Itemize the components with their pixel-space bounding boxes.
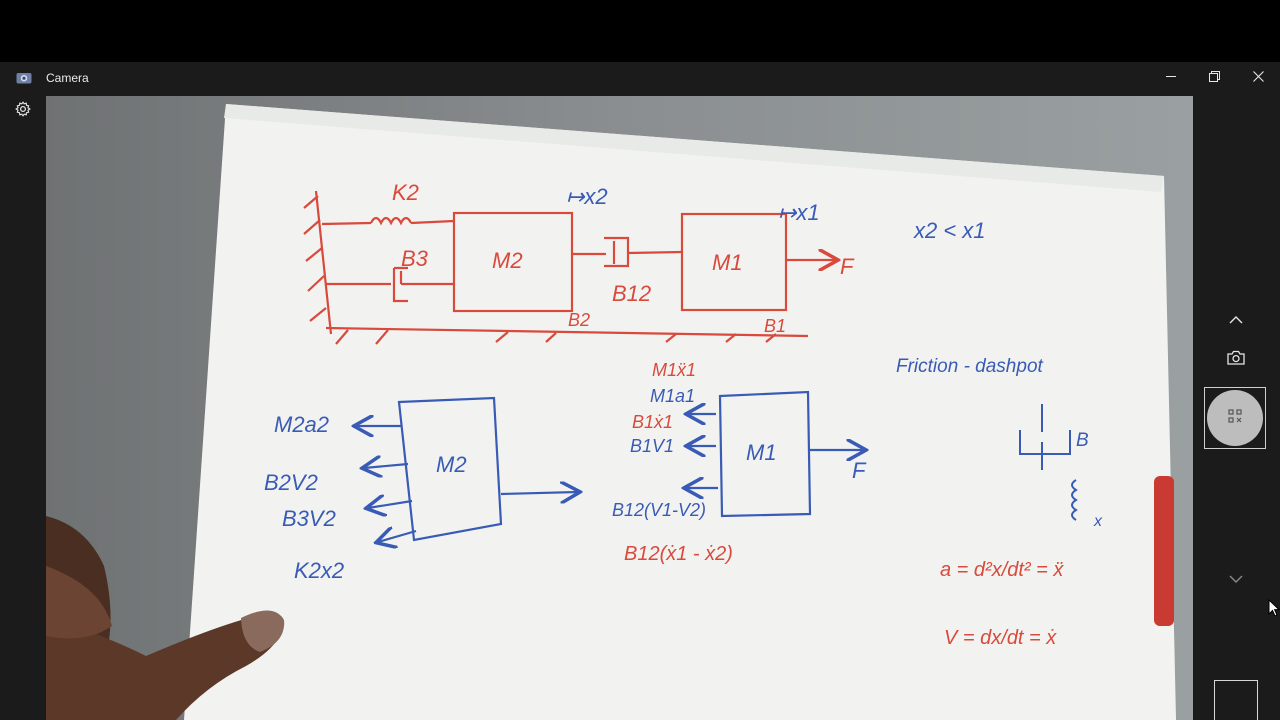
svg-text:B2: B2 (568, 310, 590, 330)
chevron-up-icon (1229, 311, 1243, 329)
svg-text:Friction - dashpot: Friction - dashpot (896, 356, 1044, 377)
capture-button[interactable] (1207, 390, 1263, 446)
svg-text:x2 < x1: x2 < x1 (913, 218, 986, 243)
svg-text:M1: M1 (712, 250, 743, 275)
svg-text:B12(ẋ1 - ẋ2): B12(ẋ1 - ẋ2) (624, 543, 733, 565)
whiteboard-scene: K2 B3 M2 B12 M1 F B2 B1 ↦x2 ↦x1 x2 < x1 (46, 96, 1193, 720)
capture-button-frame (1204, 387, 1266, 449)
close-button[interactable] (1236, 62, 1280, 94)
settings-button[interactable] (12, 100, 34, 122)
svg-text:M1a1: M1a1 (650, 386, 695, 406)
qr-scan-icon (1228, 408, 1242, 428)
photo-mode-button[interactable] (1220, 344, 1252, 376)
title-bar: Camera (0, 62, 1280, 94)
svg-text:a = d²x/dt² = ẍ: a = d²x/dt² = ẍ (940, 559, 1064, 581)
camera-app-icon (16, 71, 32, 84)
svg-text:B1V1: B1V1 (630, 436, 674, 456)
svg-text:B: B (1076, 430, 1089, 451)
svg-text:B1: B1 (764, 316, 786, 336)
expand-up-button[interactable] (1220, 304, 1252, 336)
svg-text:B12: B12 (612, 281, 651, 306)
camera-icon (1227, 350, 1245, 370)
svg-text:M1: M1 (746, 440, 777, 465)
camera-preview: K2 B3 M2 B12 M1 F B2 B1 ↦x2 ↦x1 x2 < x1 (46, 96, 1193, 720)
svg-text:↦x1: ↦x1 (778, 200, 820, 225)
svg-text:B3: B3 (401, 246, 429, 271)
camera-controls-rail (1198, 96, 1280, 720)
last-capture-thumbnail[interactable] (1214, 680, 1258, 720)
gear-icon (15, 100, 31, 122)
mechanical-diagram (303, 190, 836, 345)
svg-text:F: F (840, 254, 855, 279)
expand-down-button[interactable] (1220, 564, 1252, 596)
svg-text:M2: M2 (436, 452, 467, 477)
svg-text:↦x2: ↦x2 (566, 184, 608, 209)
screen-letterbox (0, 0, 1280, 62)
svg-text:B12(V1-V2): B12(V1-V2) (612, 500, 706, 520)
svg-text:B2V2: B2V2 (264, 470, 318, 495)
paper-sheet (184, 104, 1176, 720)
restore-icon (1208, 71, 1220, 85)
svg-text:B1ẋ1: B1ẋ1 (632, 412, 673, 432)
fbd-m1 (686, 390, 864, 518)
svg-text:M2a2: M2a2 (274, 412, 329, 437)
svg-text:K2x2: K2x2 (294, 558, 344, 583)
svg-text:M1ẍ1: M1ẍ1 (652, 360, 696, 380)
svg-text:V = dx/dt = ẋ: V = dx/dt = ẋ (944, 627, 1057, 649)
restore-button[interactable] (1192, 62, 1236, 94)
chevron-down-icon (1229, 571, 1243, 589)
svg-text:x: x (1093, 513, 1103, 530)
fbd-m2 (356, 396, 578, 542)
svg-text:M2: M2 (492, 248, 523, 273)
app-title: Camera (46, 71, 89, 85)
camera-window: Camera (0, 62, 1280, 720)
presenter-hand (46, 516, 285, 720)
svg-text:F: F (852, 458, 867, 483)
mouse-cursor-icon (1268, 598, 1280, 622)
dashpot-sketch (1019, 404, 1078, 521)
svg-text:B3V2: B3V2 (282, 506, 336, 531)
close-icon (1252, 71, 1264, 85)
minimize-button[interactable] (1149, 62, 1193, 94)
svg-text:K2: K2 (392, 180, 419, 205)
minimize-icon (1165, 71, 1177, 85)
